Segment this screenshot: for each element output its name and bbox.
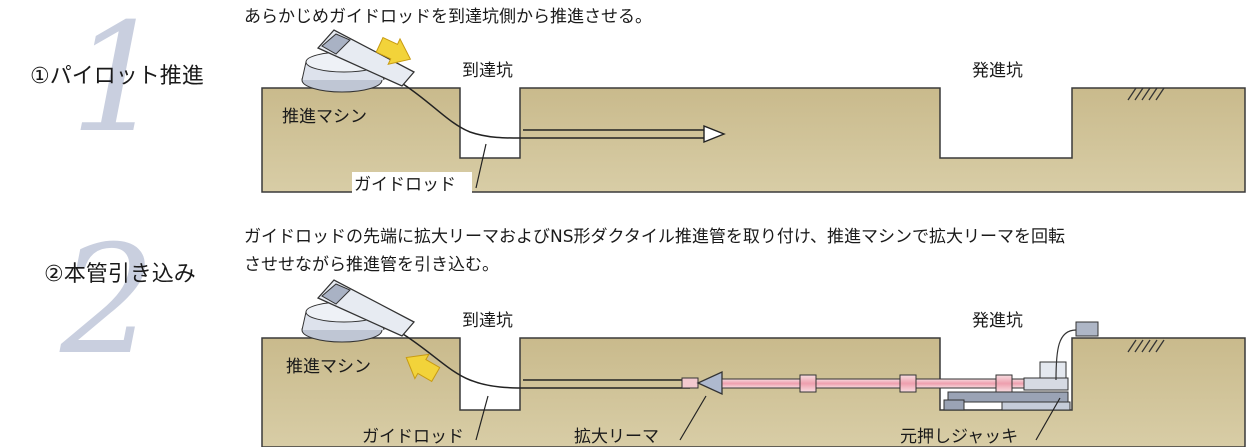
step1-departure-pit-label: 発進坑 — [972, 61, 1023, 81]
step1-ground — [261, 87, 1246, 193]
step2-control-hose — [1055, 329, 1077, 381]
step2-reamer-label: 拡大リーマ — [574, 427, 659, 447]
step2-description-line2: させせながら推進管を引き込む。 — [244, 255, 499, 275]
step1-direction-arrow — [375, 36, 412, 65]
step2-ground — [261, 337, 1246, 447]
step2-rod-connector — [681, 377, 699, 389]
step2-departure-pit-label: 発進坑 — [972, 311, 1023, 331]
step1-machine-label: 推進マシン — [282, 107, 367, 127]
step1-guide-rod-label: ガイドロッド — [354, 175, 456, 195]
step2-machine-icon — [301, 279, 416, 343]
step2-machine-label: 推進マシン — [286, 357, 371, 377]
step2-jack-label: 元押しジャッキ — [900, 427, 1018, 447]
step2-arrival-pit-label: 到達坑 — [462, 311, 513, 331]
step1-rod-tip — [703, 124, 726, 144]
step2-direction-arrow — [405, 353, 441, 383]
step2-guide-rod-leader — [475, 395, 489, 441]
step2-title: ②本管引き込み — [44, 262, 196, 287]
step1-diagram: 到達坑 発進坑 推進マシン ガイドロッド — [261, 29, 1246, 196]
step2-diagram: 到達坑 発進坑 推進マシン ガイドロッド 拡大リーマ 元押しジャッキ — [261, 279, 1246, 447]
step2-jack-leader — [1035, 397, 1061, 441]
step1-description: あらかじめガイドロッドを到達坑側から推進させる。 — [244, 7, 652, 27]
step2-control-box — [1075, 321, 1099, 337]
step2-reamer-leader — [679, 395, 707, 441]
step1-guide-rod-leader — [475, 143, 487, 189]
step2-big-number: 2 — [60, 214, 156, 388]
step1-title: ①パイロット推進 — [30, 64, 204, 89]
step2-guide-rod-label: ガイドロッド — [362, 427, 464, 447]
step1-machine-icon — [301, 29, 416, 93]
step1-big-number: 1 — [70, 0, 166, 166]
step2-pipe — [721, 374, 1025, 393]
step2-description-line1: ガイドロッドの先端に拡大リーマおよびNS形ダクタイル推進管を取り付け、推進マシン… — [244, 227, 1065, 247]
step2-grass-icon — [1127, 339, 1165, 353]
step2-jack-icon — [943, 361, 1071, 411]
step1-arrival-pit-label: 到達坑 — [462, 61, 513, 81]
step1-grass-icon — [1127, 87, 1165, 101]
